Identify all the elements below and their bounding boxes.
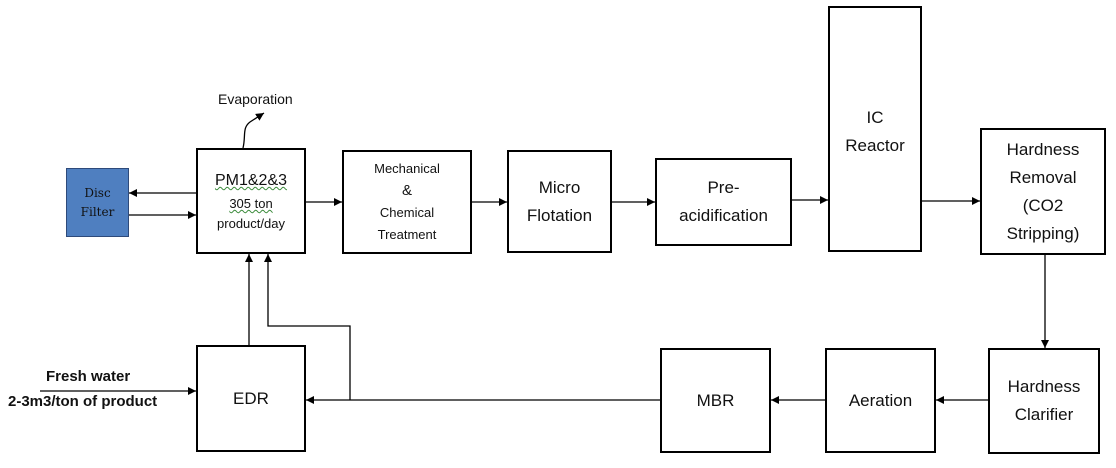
hardness-removal-label-4: Stripping) — [1006, 223, 1080, 243]
hardness-clarifier-label-2: Clarifier — [1014, 405, 1074, 424]
pre-acidification-node: Pre- acidification — [655, 158, 792, 246]
hardness-removal-node: Hardness Removal (CO2 Stripping) — [980, 128, 1106, 255]
mbr-label: MBR — [696, 390, 735, 410]
mechanical-chemical-node: Mechanical & Chemical Treatment — [342, 150, 472, 254]
hardness-removal-label-3: (CO2 — [1022, 195, 1064, 215]
micro-flotation-label-2: Flotation — [526, 205, 593, 225]
ic-reactor-label-2: Reactor — [845, 136, 905, 155]
mechanical-label-3: Chemical — [379, 205, 435, 220]
pm-label-3: product/day — [217, 216, 285, 231]
micro-flotation-node: Micro Flotation — [507, 150, 612, 253]
evaporation-arrow — [242, 112, 265, 149]
hardness-clarifier-node: Hardness Clarifier — [988, 348, 1100, 454]
edr-label: EDR — [233, 388, 269, 408]
pm-label-2: 305 ton — [229, 196, 273, 211]
hardness-clarifier-label-1: Hardness — [1007, 377, 1081, 396]
mechanical-label-4: Treatment — [377, 227, 437, 242]
hardness-removal-label-1: Hardness — [1006, 139, 1080, 159]
ic-reactor-node: IC Reactor — [828, 6, 922, 252]
disc-filter-label-1: Disc — [84, 185, 111, 200]
pm-label-1: PM1&2&3 — [214, 172, 288, 189]
pre-acidification-label-2: acidification — [679, 206, 768, 225]
bypass-to-pm-arrow — [264, 254, 351, 400]
mbr-node: MBR — [660, 348, 771, 453]
fresh-water-label: Fresh water — [46, 368, 131, 385]
fresh-water-rate-label: 2-3m3/ton of product — [8, 393, 158, 410]
disc-filter-node: Disc Filter — [66, 168, 129, 237]
aeration-node: Aeration — [825, 348, 936, 453]
mechanical-label-1: Mechanical — [374, 161, 440, 176]
hardness-removal-label-2: Removal — [1009, 167, 1077, 187]
pm-node: PM1&2&3 305 ton product/day — [196, 148, 306, 254]
aeration-label: Aeration — [848, 390, 913, 410]
micro-flotation-label-1: Micro — [538, 177, 581, 197]
disc-filter-label-2: Filter — [80, 204, 115, 219]
mechanical-label-2: & — [401, 182, 412, 199]
ic-reactor-label-1: IC — [866, 108, 884, 127]
evaporation-label: Evaporation — [218, 91, 293, 107]
pre-acidification-label-1: Pre- — [707, 178, 740, 197]
edr-node: EDR — [196, 345, 306, 452]
